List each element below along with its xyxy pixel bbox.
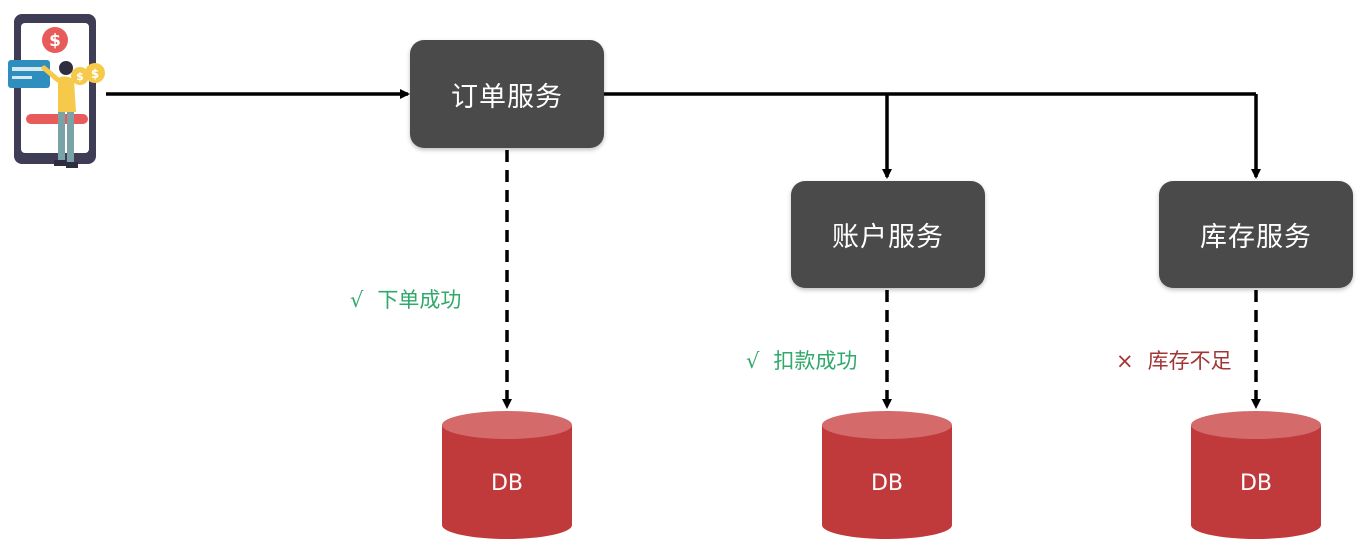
order-service-box: 订单服务 — [410, 40, 604, 148]
order-status-text: 下单成功 — [377, 288, 462, 312]
svg-text:$: $ — [49, 31, 61, 51]
account-status-text: 扣款成功 — [773, 349, 858, 373]
account-service-box: 账户服务 — [791, 181, 985, 288]
inventory-service-box: 库存服务 — [1159, 181, 1353, 288]
account-db-cylinder — [822, 411, 952, 539]
check-icon: √ — [746, 349, 760, 373]
inventory-service-label: 库存服务 — [1200, 222, 1312, 253]
inventory-status: × 库存不足 — [1116, 345, 1232, 375]
order-db-label: DB — [490, 471, 524, 496]
cross-icon: × — [1116, 349, 1134, 373]
account-db-label: DB — [870, 471, 904, 496]
inventory-status-text: 库存不足 — [1147, 349, 1232, 373]
check-icon: √ — [350, 288, 364, 312]
inventory-db-cylinder — [1191, 411, 1321, 539]
account-service-label: 账户服务 — [832, 222, 944, 253]
order-service-label: 订单服务 — [451, 81, 563, 113]
account-status: √ 扣款成功 — [746, 345, 857, 375]
mobile-payment-icon: $ $ $ — [8, 14, 105, 168]
order-db-cylinder — [442, 411, 572, 539]
order-status: √ 下单成功 — [350, 284, 461, 314]
svg-text:$: $ — [76, 70, 84, 83]
inventory-db-label: DB — [1239, 471, 1273, 496]
svg-text:$: $ — [91, 67, 99, 81]
